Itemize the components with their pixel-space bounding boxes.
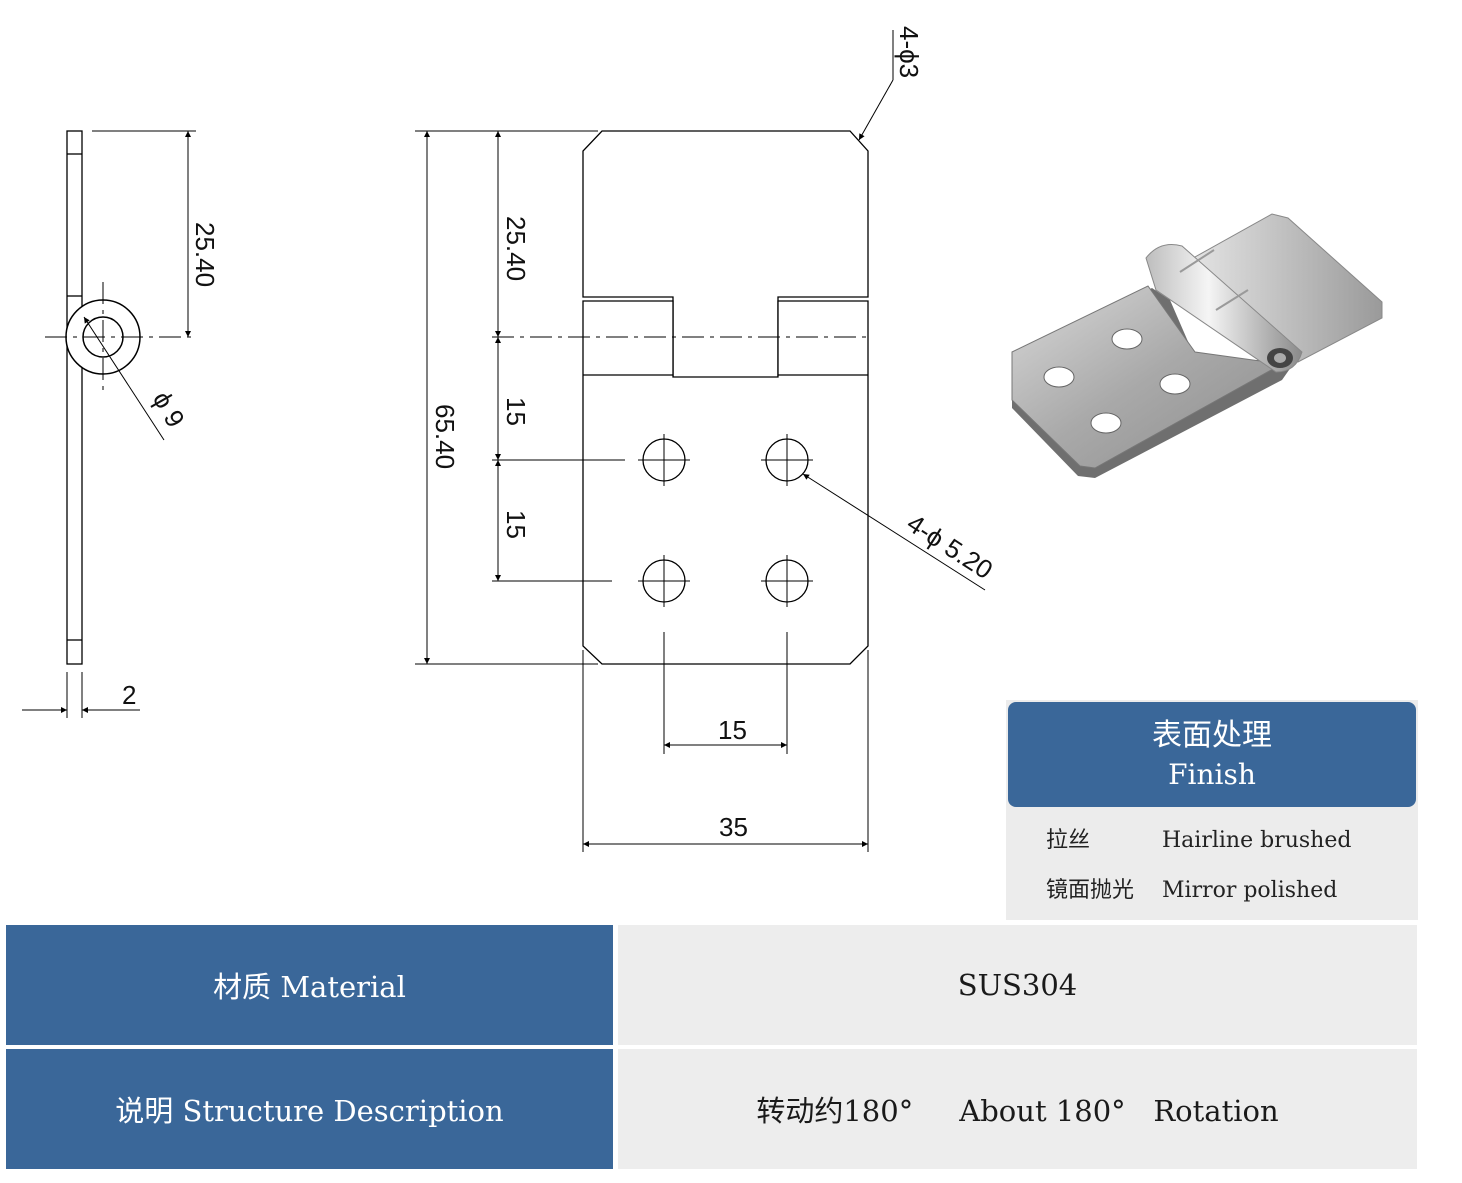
material-value: SUS304 bbox=[957, 968, 1078, 1002]
finish-title-zh: 表面处理 bbox=[1152, 717, 1272, 753]
finish-item-mirror: 镜面抛光 Mirror polished bbox=[1046, 872, 1337, 904]
description-label: 说明 Structure Description bbox=[115, 1094, 504, 1128]
side-view bbox=[22, 130, 196, 718]
finish-item-zh: 拉丝 bbox=[1046, 828, 1091, 853]
finish-title-en: Finish bbox=[1168, 757, 1256, 791]
hole-bottom-right bbox=[761, 555, 813, 607]
finish-header: 表面处理 Finish bbox=[1008, 702, 1416, 807]
finish-item-en: Mirror polished bbox=[1162, 878, 1338, 903]
material-value-cell: SUS304 bbox=[618, 925, 1417, 1045]
finish-item-zh: 镜面抛光 bbox=[1046, 878, 1135, 903]
front-dim-total-label: 65.40 bbox=[430, 404, 460, 469]
front-dim-width-label: 35 bbox=[719, 812, 748, 842]
finish-item-en: Hairline brushed bbox=[1162, 828, 1352, 853]
hole-top-right bbox=[761, 434, 813, 486]
side-dim-diameter-label: ϕ 9 bbox=[147, 386, 191, 432]
front-dim-top-label: 25.40 bbox=[501, 216, 531, 281]
description-value-cell: 转动约180° About 180° Rotation bbox=[618, 1049, 1417, 1169]
hole-top-left bbox=[638, 434, 690, 486]
front-dim-15b-label: 15 bbox=[501, 510, 531, 539]
description-value: 转动约180° About 180° Rotation bbox=[756, 1094, 1279, 1128]
material-label: 材质 Material bbox=[213, 970, 406, 1004]
front-dim-pitch-label: 15 bbox=[718, 715, 747, 745]
hole-bottom-left bbox=[638, 555, 690, 607]
material-label-cell: 材质 Material bbox=[6, 925, 613, 1045]
hinge-product-image bbox=[1011, 213, 1383, 478]
front-dim-15a-label: 15 bbox=[501, 397, 531, 426]
corner-callout-label: 4-ϕ3 bbox=[894, 26, 924, 78]
description-label-cell: 说明 Structure Description bbox=[6, 1049, 613, 1169]
front-view bbox=[415, 30, 986, 852]
finish-item-hairline: 拉丝 Hairline brushed bbox=[1046, 822, 1351, 854]
side-dim-thickness-label: 2 bbox=[122, 680, 136, 710]
side-dim-top-label: 25.40 bbox=[190, 222, 220, 287]
